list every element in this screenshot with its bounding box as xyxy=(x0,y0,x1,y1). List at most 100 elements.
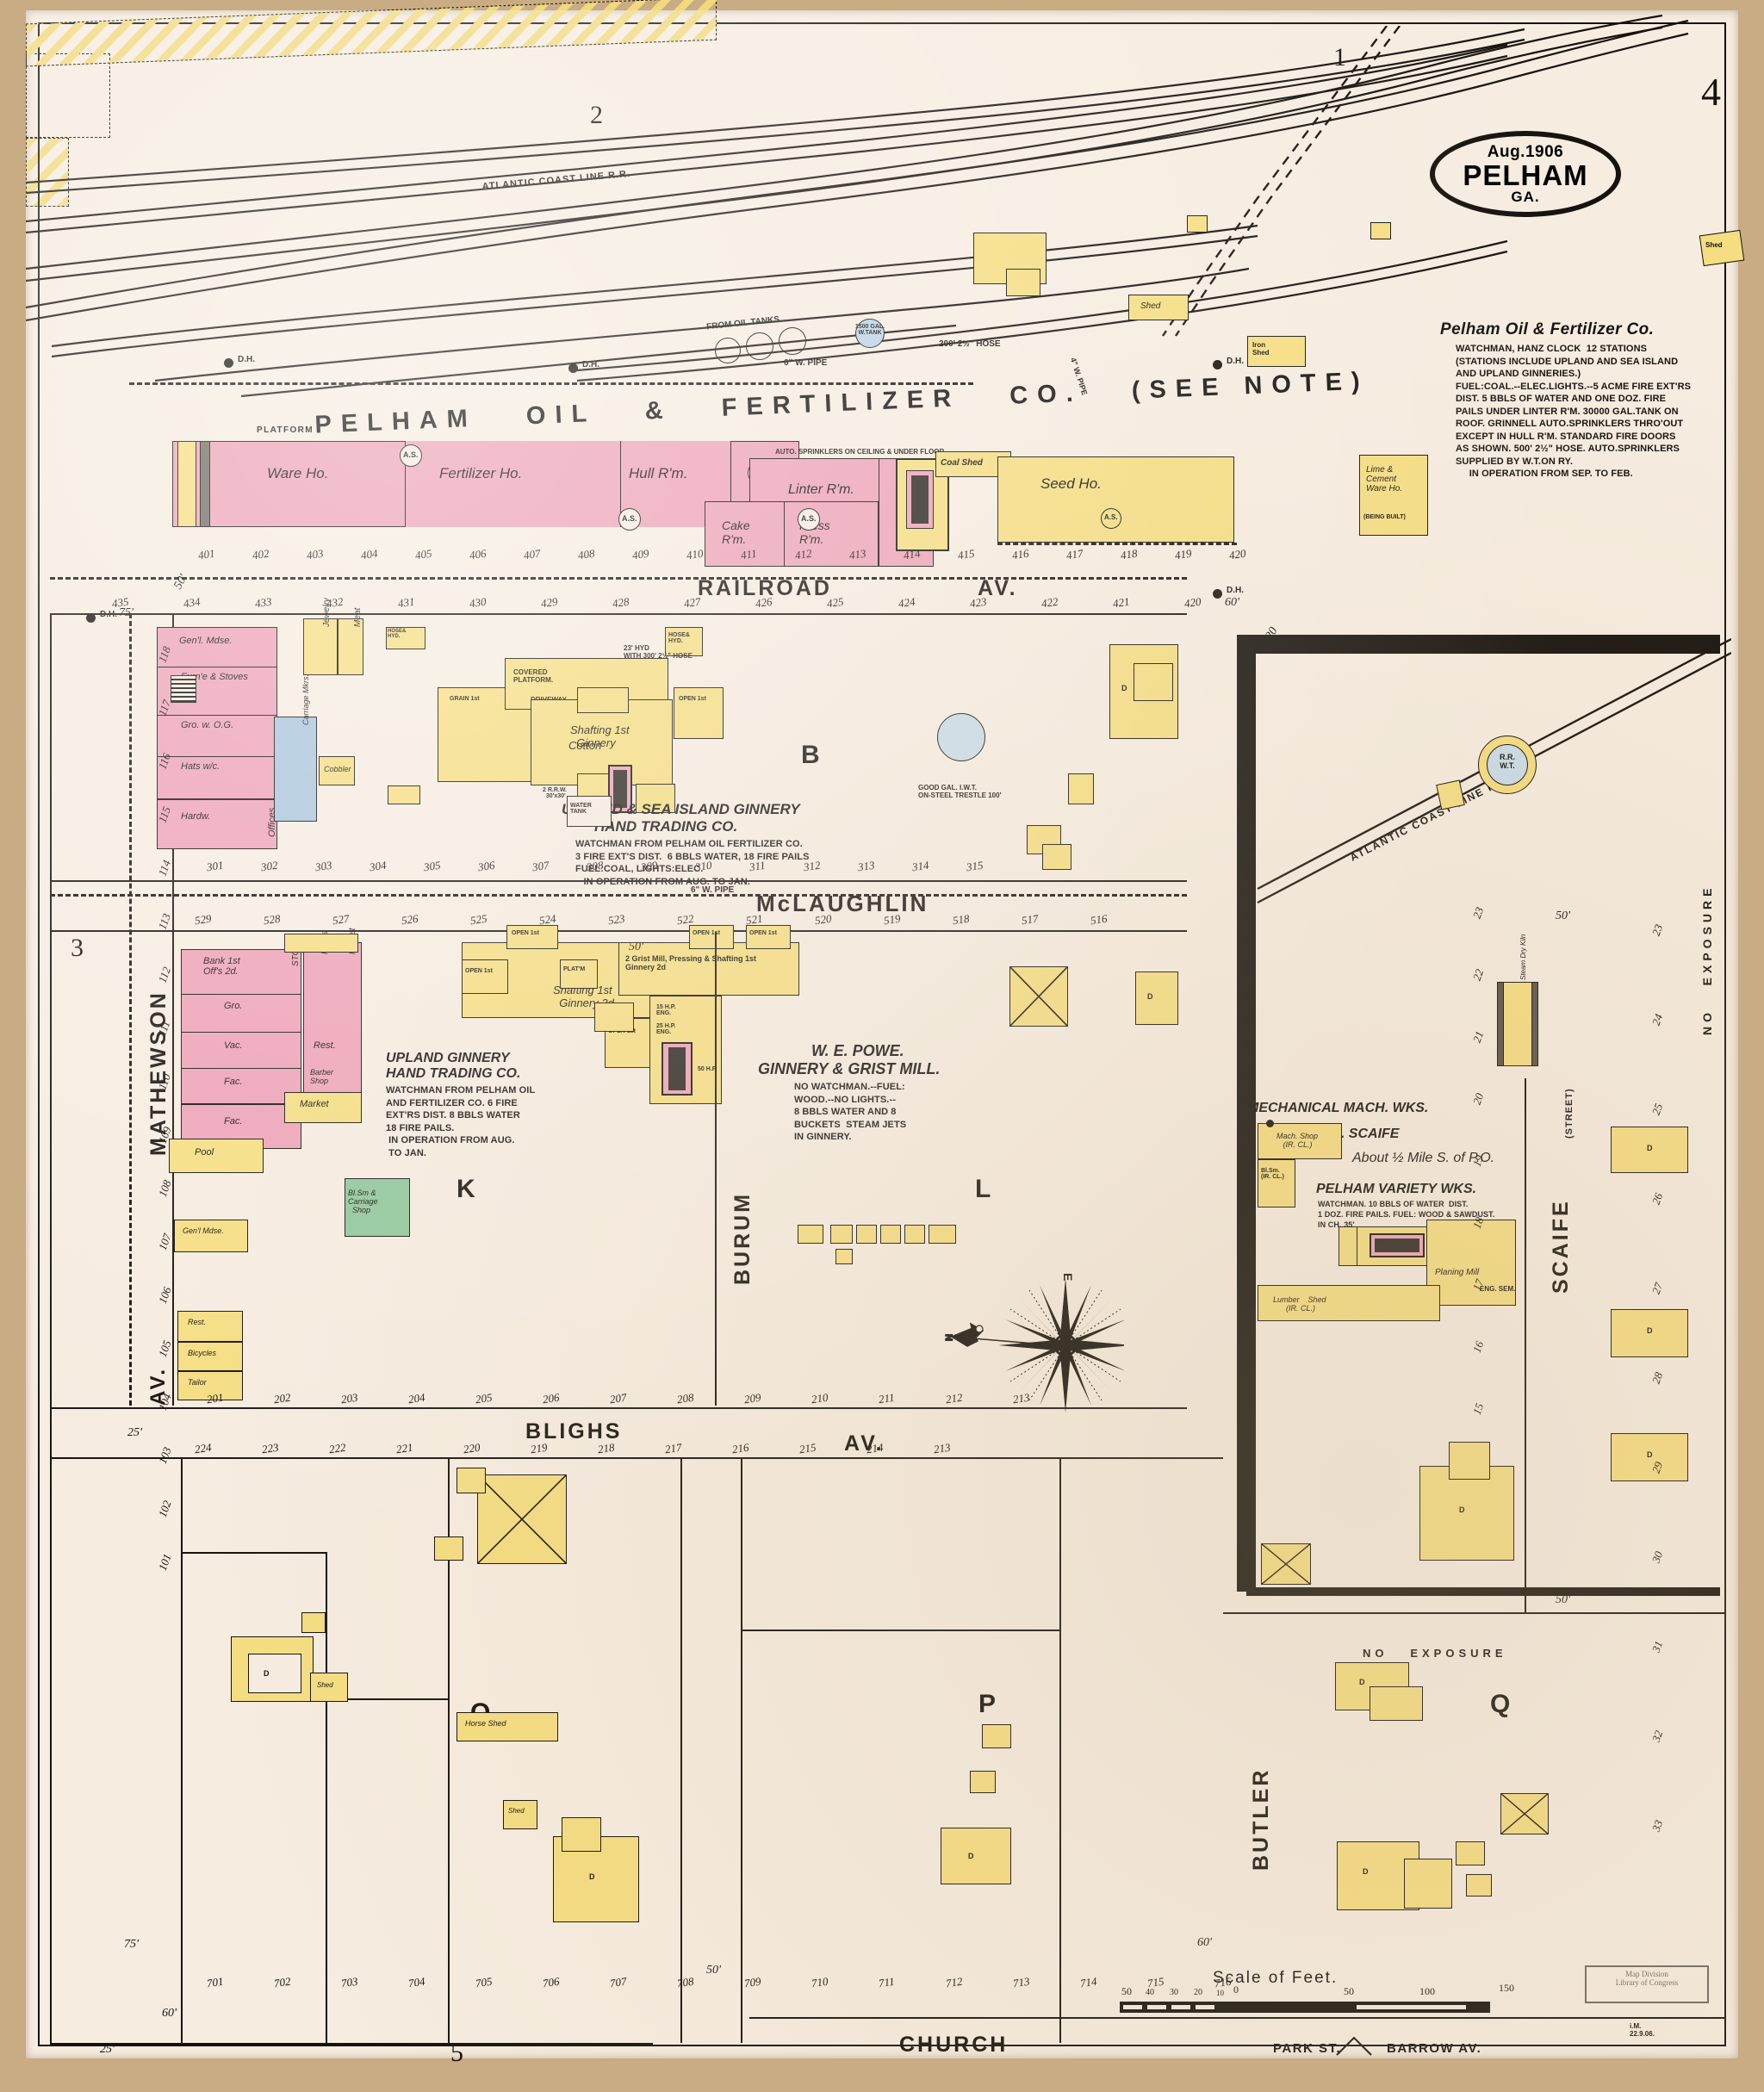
lot-number: 309 xyxy=(639,858,659,874)
50hp-label: 50 H.P. xyxy=(698,1066,717,1072)
railroad-yard: ATLANTIC COAST LINE R.R. xyxy=(26,14,1689,398)
hose-label-200: 200' 2½" HOSE xyxy=(939,339,1001,349)
east-enclosure-wall xyxy=(1237,635,1720,1596)
engine-15hp-label: 15 H.P. ENG. xyxy=(656,1004,676,1016)
oil-tank-1 xyxy=(715,338,741,363)
lot-number: 31 xyxy=(1649,1639,1666,1654)
lot-number: 715 xyxy=(1146,1974,1165,1990)
d-label-l: D xyxy=(1147,992,1153,1001)
x-cross-symbol-q xyxy=(1500,1793,1549,1834)
pool-label: Pool xyxy=(195,1147,214,1158)
title-cartouche: Aug.1906 PELHAM GA. xyxy=(1430,131,1621,217)
hose-hyd-label-2: HOSE& HYD. xyxy=(388,629,407,639)
lot-number: 211 xyxy=(877,1390,896,1406)
lot-number: 714 xyxy=(1078,1974,1098,1990)
block-o-dwelling2-annex xyxy=(562,1817,601,1852)
lot-number: 419 xyxy=(1173,546,1193,562)
note-title: UPLAND GINNERY xyxy=(386,1051,510,1065)
street-barrow: BARROW AV. xyxy=(1387,2041,1482,2056)
loc-stamp-line2: Library of Congress xyxy=(1615,1978,1679,1987)
lot-number: 417 xyxy=(1065,546,1084,562)
small-shed xyxy=(1370,222,1391,239)
dry-kiln-platform xyxy=(26,138,69,207)
lot-number: 526 xyxy=(400,911,419,928)
lot-number: 301 xyxy=(205,858,225,874)
map-paper: Aug.1906 PELHAM GA. 4 2 1 3 5 ATLANTIC C xyxy=(26,0,1745,2067)
mathewson-ave-east-curb xyxy=(172,613,174,1406)
street-butler: BUTLER xyxy=(1249,1767,1273,1871)
shed-row-5 xyxy=(904,1225,925,1244)
dim-50-a: 50' xyxy=(171,572,190,592)
bank-label: Bank 1st Off's 2d. xyxy=(203,956,240,977)
lot-number: 212 xyxy=(944,1390,964,1406)
ginnery-open-2 xyxy=(674,687,724,739)
lot-number: 434 xyxy=(182,594,202,611)
block-o-north xyxy=(181,1457,680,1460)
lot-number: 103 xyxy=(155,1445,174,1466)
water-tank-icon xyxy=(855,319,885,348)
lot-number: 304 xyxy=(368,858,388,874)
upland-ginnery-small xyxy=(594,1003,634,1032)
store-divider xyxy=(157,756,277,758)
seed-house-dashed xyxy=(997,543,1237,545)
blacksmith-ir-label: Bl.Sm. (IR. CL.) xyxy=(1261,1168,1284,1180)
lot-number: 306 xyxy=(476,858,496,874)
street-blighs: BLIGHS xyxy=(525,1419,623,1443)
covered-platform-label: COVERED PLATFORM. xyxy=(513,668,554,684)
block-o-inner-2 xyxy=(326,1552,328,2043)
neighbor-sheet-2: 2 xyxy=(590,101,603,129)
lot-number: 404 xyxy=(359,546,379,562)
lot-number: 428 xyxy=(611,594,630,611)
scale-bar xyxy=(1120,2002,1490,2013)
lot-number: 410 xyxy=(685,546,705,562)
east-dwelling-4-annex xyxy=(1449,1442,1490,1480)
lot-number: 113 xyxy=(155,911,174,932)
pipe-label-6in: 6" W. PIPE xyxy=(784,358,828,368)
street-junction-arrow xyxy=(1336,2036,1372,2056)
powe-grist-mill xyxy=(618,942,799,996)
lot-number: 224 xyxy=(193,1440,213,1456)
cartouche-date: Aug.1906 xyxy=(1487,143,1564,161)
lot-number: 433 xyxy=(253,594,273,611)
lot-number: 403 xyxy=(305,546,325,562)
meat-shop xyxy=(338,618,363,675)
cake-room-label: Cake R'm. xyxy=(722,518,750,546)
dim-75-b: 75' xyxy=(124,1938,139,1951)
block-letter-Q: Q xyxy=(1490,1690,1511,1718)
bicycles-shop xyxy=(177,1342,243,1371)
block-p-north xyxy=(741,1457,1223,1460)
west-edge-line xyxy=(50,613,52,2043)
iron-shed-label: Iron Shed xyxy=(1252,341,1270,357)
note-title2: HAND TRADING CO. xyxy=(594,818,738,835)
powe-boiler-core xyxy=(668,1047,686,1090)
spur-track xyxy=(1162,26,1401,337)
street-railroad-ave: RAILROAD xyxy=(698,576,832,600)
platform-sm-label: PLAT'M xyxy=(563,966,586,972)
variety-small-annex xyxy=(1339,1226,1357,1266)
lot-number: 707 xyxy=(608,1974,628,1990)
note-title: Pelham Oil & Fertilizer Co. xyxy=(1440,320,1655,338)
scale-tick-40: 40 xyxy=(1146,1988,1154,1997)
lot-number: 303 xyxy=(314,858,333,874)
ginnery-shafting-label: Shafting 1st Ginnery xyxy=(570,723,630,749)
note-body: About ½ Mile S. of P.O. xyxy=(1352,1151,1495,1165)
hydrant-dot xyxy=(86,613,96,623)
block-letter-P: P xyxy=(978,1690,997,1718)
meat-label: Meat xyxy=(353,607,363,627)
lot-number: 101 xyxy=(155,1552,174,1573)
lot-number: 218 xyxy=(596,1440,616,1456)
x-cross-symbol-o xyxy=(477,1474,567,1564)
hull-room-label: Hull R'm. xyxy=(629,465,688,481)
note-body: WATCHMAN. 10 BBLS OF WATER DIST. 1 DOZ. … xyxy=(1318,1200,1495,1229)
lot-number: 525 xyxy=(469,911,488,928)
loc-stamp: Map Division Library of Congress xyxy=(1585,1965,1709,2003)
lot-number: 210 xyxy=(810,1390,829,1406)
hose-hyd-label: HOSE& HYD. xyxy=(668,632,690,644)
genl-mdse-label: Gen'l Mdse. xyxy=(183,1226,224,1235)
lot-number: 214 xyxy=(865,1440,885,1456)
lot-number: 204 xyxy=(407,1390,426,1406)
lot-number: 418 xyxy=(1119,546,1139,562)
street-railroad-ave-suffix: AV. xyxy=(978,576,1018,600)
steam-dry-kiln-label: Steam Dry Kiln xyxy=(1519,934,1527,980)
block-p-small2 xyxy=(970,1771,996,1793)
